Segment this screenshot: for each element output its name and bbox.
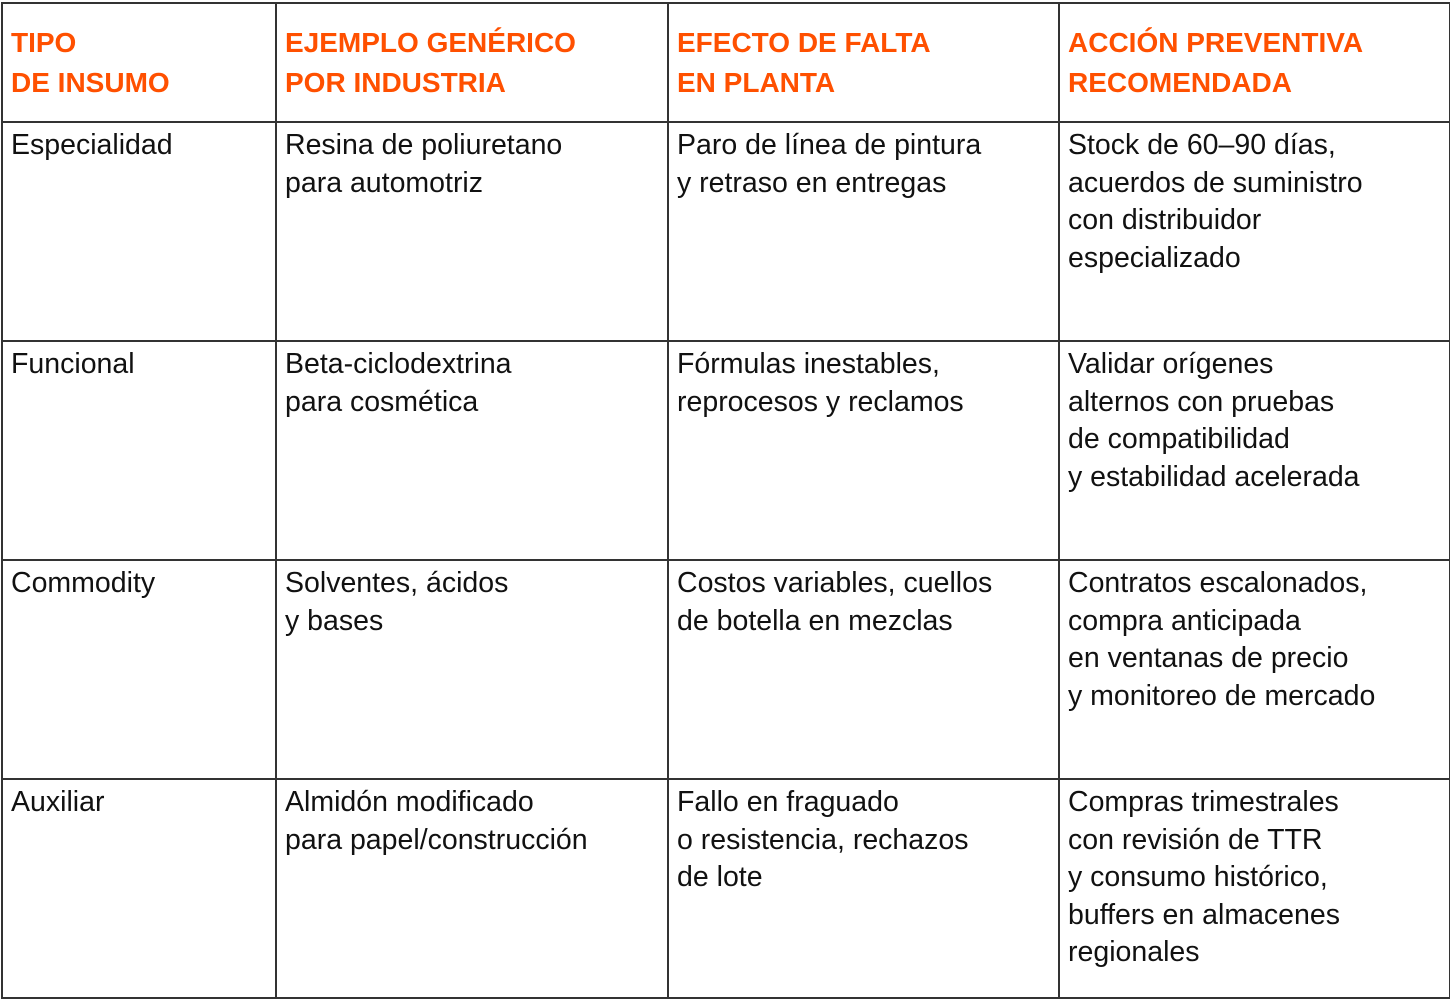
- cell-tipo: Commodity: [1, 559, 277, 780]
- header-accion: ACCIÓN PREVENTIVA RECOMENDADA: [1058, 2, 1450, 123]
- table-row: Funcional Beta-ciclodextrina para cosmét…: [1, 340, 1450, 561]
- cell-efecto: Fallo en fraguado o resistencia, rechazo…: [667, 778, 1060, 999]
- cell-accion: Validar orígenes alternos con pruebas de…: [1058, 340, 1450, 561]
- cell-ejemplo: Almidón modificado para papel/construcci…: [275, 778, 669, 999]
- cell-efecto: Fórmulas inestables, reprocesos y reclam…: [667, 340, 1060, 561]
- header-tipo-insumo: TIPO DE INSUMO: [1, 2, 277, 123]
- header-row: TIPO DE INSUMO EJEMPLO GENÉRICO POR INDU…: [1, 2, 1450, 123]
- cell-ejemplo: Resina de poliuretano para automotriz: [275, 121, 669, 342]
- cell-efecto: Costos variables, cuellos de botella en …: [667, 559, 1060, 780]
- header-efecto: EFECTO DE FALTA EN PLANTA: [667, 2, 1060, 123]
- cell-efecto: Paro de línea de pintura y retraso en en…: [667, 121, 1060, 342]
- table-row: Commodity Solventes, ácidos y bases Cost…: [1, 559, 1450, 780]
- header-ejemplo: EJEMPLO GENÉRICO POR INDUSTRIA: [275, 2, 669, 123]
- table-row: Especialidad Resina de poliuretano para …: [1, 121, 1450, 342]
- cell-tipo: Especialidad: [1, 121, 277, 342]
- cell-tipo: Auxiliar: [1, 778, 277, 999]
- cell-accion: Contratos escalonados, compra anticipada…: [1058, 559, 1450, 780]
- cell-ejemplo: Solventes, ácidos y bases: [275, 559, 669, 780]
- cell-ejemplo: Beta-ciclodextrina para cosmética: [275, 340, 669, 561]
- cell-accion: Compras trimestrales con revisión de TTR…: [1058, 778, 1450, 999]
- cell-accion: Stock de 60–90 días, acuerdos de suminis…: [1058, 121, 1450, 342]
- cell-tipo: Funcional: [1, 340, 277, 561]
- table-row: Auxiliar Almidón modificado para papel/c…: [1, 778, 1450, 999]
